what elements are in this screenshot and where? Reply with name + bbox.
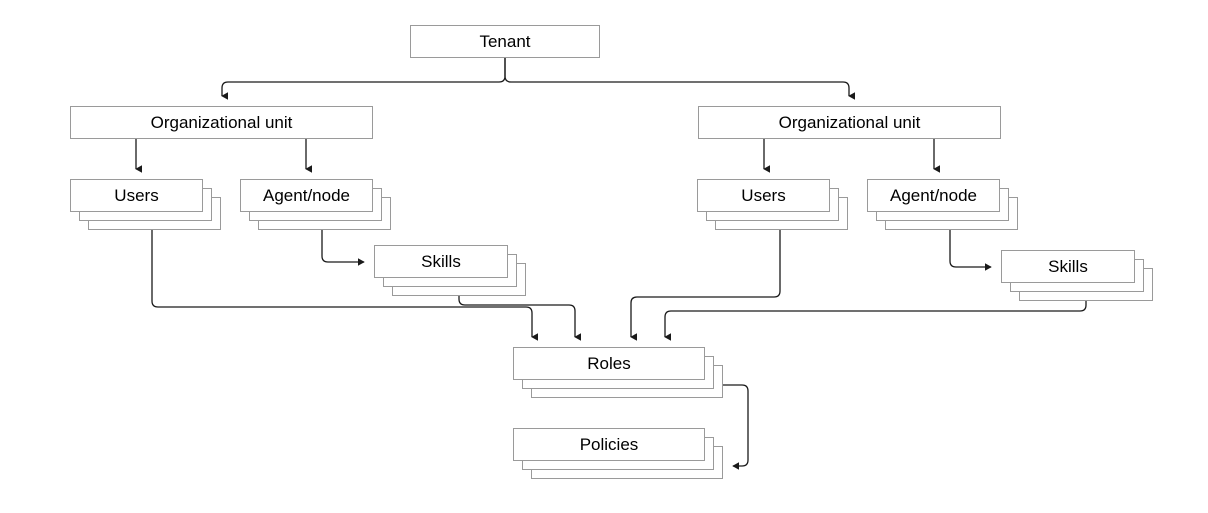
node-users-right-face: Users (697, 179, 830, 212)
node-agent-node-left-face: Agent/node (240, 179, 373, 212)
node-skills-left[interactable]: Skills (374, 245, 526, 297)
node-skills-right-face: Skills (1001, 250, 1135, 283)
node-skills-right-label: Skills (1048, 257, 1088, 276)
node-organizational-unit-left-face: Organizational unit (70, 106, 373, 139)
node-agent-node-right[interactable]: Agent/node (867, 179, 1018, 230)
node-policies[interactable]: Policies (513, 428, 723, 479)
edge-users-right-to-roles (630, 228, 781, 341)
edge-tenant-to-ou-left (221, 58, 506, 100)
edge-skills-left-to-roles (458, 294, 581, 341)
node-policies-face: Policies (513, 428, 705, 461)
node-skills-left-face: Skills (374, 245, 508, 278)
node-organizational-unit-right[interactable]: Organizational unit (698, 106, 1001, 139)
node-skills-right[interactable]: Skills (1001, 250, 1153, 302)
node-organizational-unit-left[interactable]: Organizational unit (70, 106, 373, 139)
node-users-left[interactable]: Users (70, 179, 221, 230)
node-roles-label: Roles (587, 354, 631, 373)
node-organizational-unit-right-label: Organizational unit (778, 113, 921, 132)
node-agent-node-right-label: Agent/node (890, 186, 977, 205)
node-tenant[interactable]: Tenant (410, 25, 600, 58)
node-tenant-face: Tenant (410, 25, 600, 58)
node-tenant-label: Tenant (479, 32, 531, 51)
node-agent-node-left-label: Agent/node (263, 186, 350, 205)
edge-skills-right-to-roles (664, 299, 1087, 341)
edge-roles-to-policies (722, 384, 749, 470)
edge-agent-right-to-skills (949, 228, 992, 271)
node-roles[interactable]: Roles (513, 347, 723, 398)
node-skills-left-label: Skills (421, 252, 461, 271)
node-users-right[interactable]: Users (697, 179, 848, 230)
node-policies-label: Policies (579, 435, 639, 454)
node-users-left-label: Users (114, 186, 159, 205)
edge-tenant-to-ou-right (504, 58, 855, 100)
node-organizational-unit-right-face: Organizational unit (698, 106, 1001, 139)
node-agent-node-right-face: Agent/node (867, 179, 1000, 212)
edge-agent-left-to-skills (321, 228, 365, 266)
node-organizational-unit-left-label: Organizational unit (150, 113, 293, 132)
node-agent-node-left[interactable]: Agent/node (240, 179, 391, 230)
node-users-right-label: Users (741, 186, 786, 205)
node-users-left-face: Users (70, 179, 203, 212)
node-roles-face: Roles (513, 347, 705, 380)
